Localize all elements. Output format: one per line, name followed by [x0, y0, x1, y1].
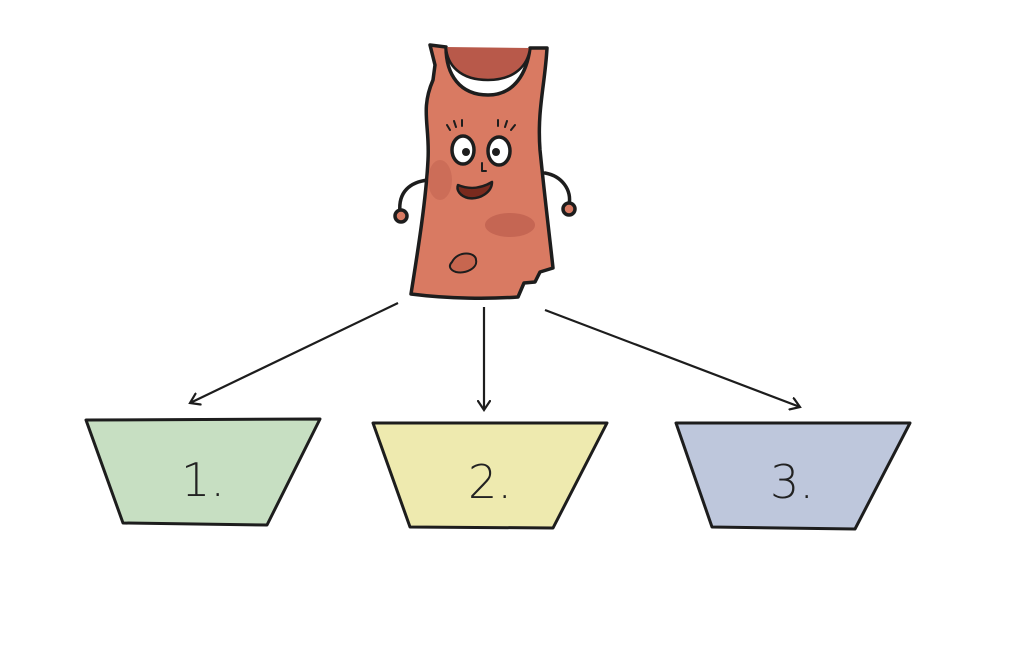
- tank-top-character: [393, 43, 577, 300]
- arrow-to-box-3: [544, 308, 800, 407]
- box-1-label: 1.: [181, 453, 225, 507]
- box-3-label: 3.: [770, 455, 814, 509]
- left-arm: [398, 178, 430, 214]
- box-2-label: 2.: [468, 455, 512, 509]
- arrow-to-box-1: [190, 302, 399, 403]
- mouth: [456, 180, 494, 200]
- patch: [448, 252, 478, 274]
- option-box-3: 3.: [674, 421, 912, 531]
- option-box-1: 1.: [84, 417, 322, 527]
- option-box-2: 2.: [371, 421, 609, 530]
- right-arm: [543, 171, 572, 207]
